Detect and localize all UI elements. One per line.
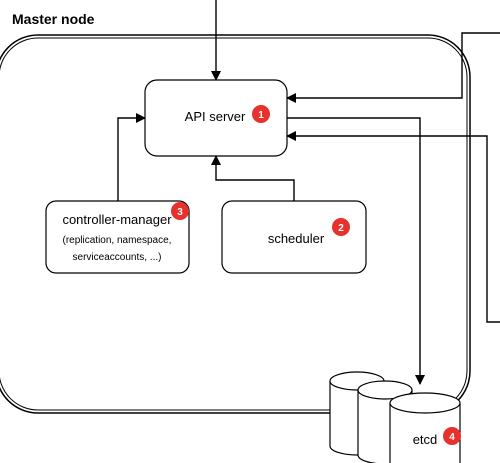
svg-text:4: 4 <box>449 432 455 443</box>
arrow-api-to-etcd <box>287 117 425 385</box>
svg-text:3: 3 <box>177 207 183 218</box>
arrow-right-lower-to-api <box>286 131 500 323</box>
controller-manager-detail-line1: (replication, namespace, <box>63 235 172 246</box>
svg-text:1: 1 <box>258 110 264 121</box>
etcd-label: etcd <box>413 432 438 447</box>
arrow-right-top-to-api <box>286 32 500 103</box>
scheduler-node[interactable]: scheduler 2 <box>221 200 367 274</box>
api-server-node[interactable]: API server 1 <box>144 79 288 157</box>
etcd-node[interactable] <box>329 371 461 463</box>
master-node-title: Master node <box>12 11 95 27</box>
master-node-container <box>0 34 471 414</box>
scheduler-label: scheduler <box>268 231 325 246</box>
api-server-label: API server <box>185 109 246 124</box>
svg-text:2: 2 <box>338 223 344 234</box>
controller-manager-node[interactable]: controller-manager (replication, namespa… <box>45 200 190 274</box>
scheduler-badge: 2 <box>332 218 350 236</box>
controller-manager-detail-line2: serviceaccounts, ...) <box>73 252 162 263</box>
connectors <box>117 0 500 385</box>
etcd-badge: 4 <box>443 427 461 445</box>
etcd-cylinder-front <box>389 392 461 463</box>
controller-manager-label: controller-manager <box>62 212 172 227</box>
arrow-controller-to-api <box>117 113 146 201</box>
controller-manager-badge: 3 <box>171 202 189 220</box>
api-server-badge: 1 <box>252 105 270 123</box>
arrow-scheduler-to-api <box>211 155 295 201</box>
